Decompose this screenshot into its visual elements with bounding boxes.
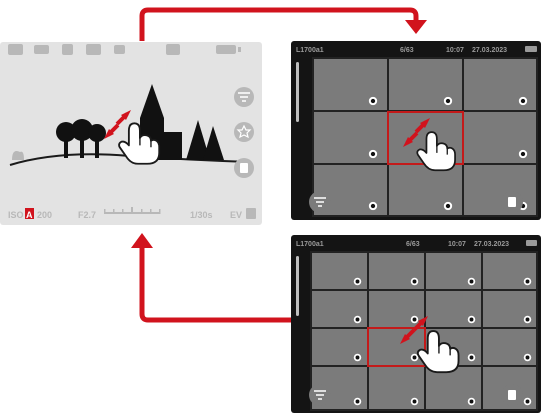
flow-arrow-grid-to-live [139,246,292,323]
picture-style-icon [86,44,101,55]
flow-arrow-head-top [405,20,427,34]
live-view-side-buttons [234,87,254,178]
gallery-3x3-screen: L1700a1 6/63 10:07 27.03.2023 [291,41,541,220]
time: 10:07 [446,47,464,54]
svg-text:200: 200 [37,210,52,220]
selection-frame [367,327,426,367]
flow-arrow-live-to-grid [139,7,419,41]
trees-left [56,119,106,158]
flash-icon [62,44,73,55]
scrollbar[interactable] [296,62,299,122]
image-count: 6/63 [400,47,414,54]
pinch-in-arrows-icon [403,118,430,147]
thumbnail-grid-3x3 [312,57,538,217]
live-view-top-icons [8,44,241,55]
live-view-bottom-bar: ISO A 200 F2.7 1/30s EV [6,207,256,220]
gallery-4x4-screen: L1700a1 6/63 10:07 27.03.2023 [291,235,541,413]
mode-text: ISO [8,210,24,220]
trees-right [186,120,224,160]
camera-id: L1700a1 [296,241,324,248]
svg-text:A: A [26,210,33,220]
camera-mode-icon [8,44,23,55]
battery-icon [216,45,236,54]
pinch-out-arrows-icon [400,316,428,344]
scrollbar[interactable] [296,256,299,316]
shutter-text: 1/30s [190,210,213,220]
image-count: 6/63 [406,241,420,248]
live-view-screen: ISO A 200 F2.7 1/30s EV [0,42,262,225]
scene-icon [34,45,49,54]
flow-arrow-head-left [131,233,153,248]
bush-left [12,151,24,160]
pinch-in-arrows-icon [104,110,131,139]
exposure-scale [104,207,161,214]
date: 27.03.2023 [474,241,509,248]
aperture-text: F2.7 [78,210,96,220]
date: 27.03.2023 [472,47,507,54]
camera-id: L1700a1 [296,47,324,54]
stabilizer-icon [166,44,180,55]
time: 10:07 [448,241,466,248]
exposure-comp-text: EV [230,210,242,220]
face-icon [114,45,125,54]
star-button[interactable] [234,122,254,142]
